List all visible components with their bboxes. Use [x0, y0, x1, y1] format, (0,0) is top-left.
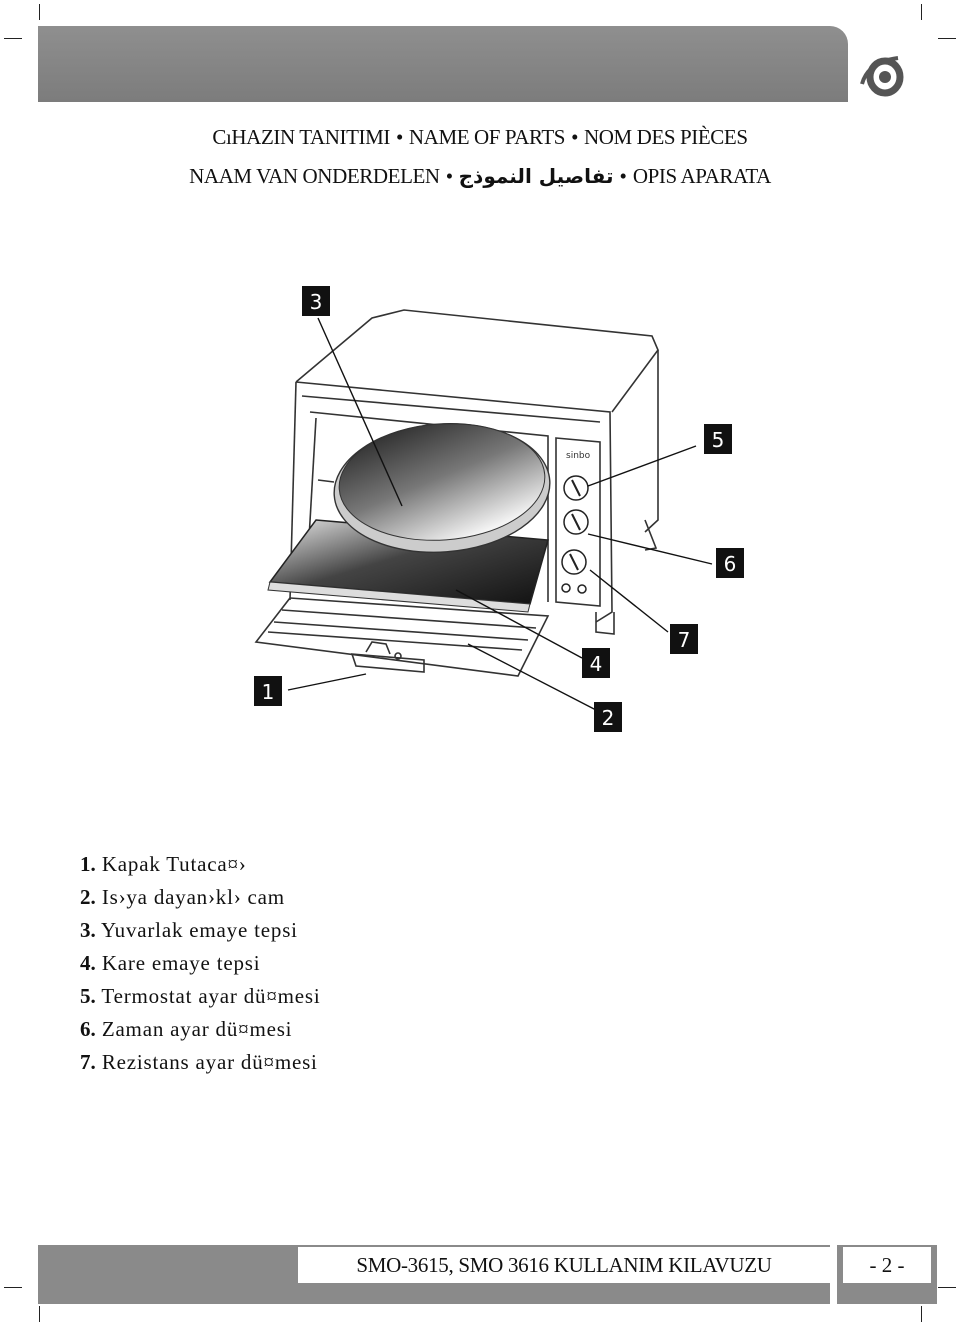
brand-label: sinbo: [566, 451, 591, 461]
list-item: 5. Termostat ayar dü¤mesi: [80, 984, 321, 1008]
crop-mark: [39, 4, 40, 20]
page-number: - 2 -: [843, 1247, 931, 1283]
crop-mark: [4, 38, 22, 39]
svg-text:1: 1: [262, 680, 275, 704]
svg-text:4: 4: [590, 652, 603, 676]
list-item: 2. Is›ya dayan›kl› cam: [80, 885, 285, 909]
callout-badge-2: 2: [594, 702, 622, 732]
title-line-2: NAAM VAN ONDERDELEN•تفاصيل النموذج•OPIS …: [189, 164, 771, 188]
callout-badges: 1 2 3 4 5 6 7: [254, 286, 744, 732]
list-item: 4. Kare emaye tepsi: [80, 951, 261, 975]
callout-badge-4: 4: [582, 648, 610, 678]
callout-badge-5: 5: [704, 424, 732, 454]
list-item: 6. Zaman ayar dü¤mesi: [80, 1017, 293, 1041]
crop-mark: [921, 4, 922, 20]
page-title: CıHAZIN TANITIMI•NAME OF PARTS•NOM DES P…: [0, 118, 960, 196]
oven-diagram: sinbo 1 2 3 4 5 6 7: [254, 286, 744, 732]
list-item: 1. Kapak Tutaca¤›: [80, 852, 247, 876]
list-item: 3. Yuvarlak emaye tepsi: [80, 918, 298, 942]
svg-text:6: 6: [724, 552, 737, 576]
manual-title: SMO-3615, SMO 3616 KULLANIM KILAVUZU: [298, 1247, 830, 1283]
title-line-1: CıHAZIN TANITIMI•NAME OF PARTS•NOM DES P…: [212, 125, 748, 149]
crop-mark: [4, 1287, 22, 1288]
brand-logo-icon: [860, 56, 904, 97]
callout-badge-6: 6: [716, 548, 744, 578]
page-number-box: - 2 -: [837, 1245, 937, 1304]
callout-lines: [287, 317, 713, 711]
callout-badge-1: 1: [254, 676, 282, 706]
callout-badge-3: 3: [302, 286, 330, 316]
svg-text:2: 2: [602, 706, 615, 730]
callout-badge-7: 7: [670, 624, 698, 654]
svg-text:3: 3: [310, 290, 323, 314]
crop-mark: [938, 1287, 956, 1288]
list-item: 7. Rezistans ayar dü¤mesi: [80, 1050, 318, 1074]
crop-mark: [938, 38, 956, 39]
svg-text:7: 7: [678, 628, 691, 652]
parts-list: 1. Kapak Tutaca¤› 2. Is›ya dayan›kl› cam…: [80, 848, 321, 1079]
svg-text:5: 5: [712, 428, 725, 452]
crop-mark: [921, 1306, 922, 1322]
header-bar: [38, 26, 848, 102]
crop-mark: [39, 1306, 40, 1322]
